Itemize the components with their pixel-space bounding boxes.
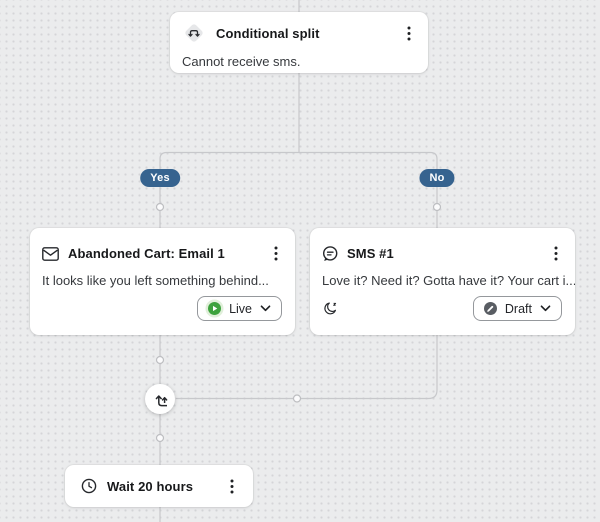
connector-dot [292, 394, 302, 403]
wait-card[interactable]: Wait 20 hours [65, 465, 253, 507]
kebab-menu-icon[interactable] [227, 477, 237, 496]
sms-status-dropdown[interactable]: Draft [472, 296, 562, 321]
draft-pencil-icon [483, 302, 497, 315]
email-status-label: Live [229, 301, 252, 316]
sms-card-title: SMS #1 [347, 246, 394, 261]
email-card-title: Abandoned Cart: Email 1 [68, 246, 225, 261]
connector-dot [155, 355, 165, 365]
conditional-split-description: Cannot receive sms. [182, 54, 301, 69]
email-card-footer: Live [30, 296, 295, 321]
conditional-split-icon [182, 21, 206, 45]
connector-dot [155, 202, 165, 212]
conditional-split-card[interactable]: Conditional split Cannot receive sms. [170, 12, 428, 73]
kebab-menu-icon[interactable] [271, 244, 281, 263]
sms-card-footer: Draft [310, 296, 575, 321]
connector-dot [432, 202, 442, 212]
conditional-split-header: Conditional split [170, 21, 428, 45]
email-card-header: Abandoned Cart: Email 1 [30, 244, 295, 263]
sms-card[interactable]: SMS #1 Love it? Need it? Gotta have it? … [310, 228, 575, 335]
sms-preview-text: Love it? Need it? Gotta have it? Your ca… [322, 273, 575, 288]
email-card[interactable]: Abandoned Cart: Email 1 It looks like yo… [30, 228, 295, 335]
chevron-down-icon [260, 305, 271, 312]
clock-icon [81, 478, 97, 494]
live-play-icon [208, 302, 222, 315]
branch-badge-yes: Yes [140, 169, 180, 187]
envelope-icon [42, 246, 59, 261]
sms-status-label: Draft [504, 301, 532, 316]
chevron-down-icon [540, 305, 551, 312]
connector-line [159, 151, 438, 169]
kebab-menu-icon[interactable] [404, 24, 414, 43]
email-preview-text: It looks like you left something behind.… [42, 273, 269, 288]
email-status-dropdown[interactable]: Live [197, 296, 282, 321]
kebab-menu-icon[interactable] [551, 244, 561, 263]
sms-bubble-icon [322, 245, 338, 262]
branch-badge-no: No [419, 169, 455, 187]
wait-card-title: Wait 20 hours [107, 478, 194, 494]
quiet-hours-moon-icon [323, 301, 338, 316]
merge-arrows-icon [155, 394, 167, 406]
conditional-split-title: Conditional split [216, 25, 320, 41]
sms-card-header: SMS #1 [310, 244, 575, 263]
connector-dot [155, 433, 165, 443]
merge-node-button[interactable] [145, 384, 175, 414]
connector-line [176, 335, 438, 400]
